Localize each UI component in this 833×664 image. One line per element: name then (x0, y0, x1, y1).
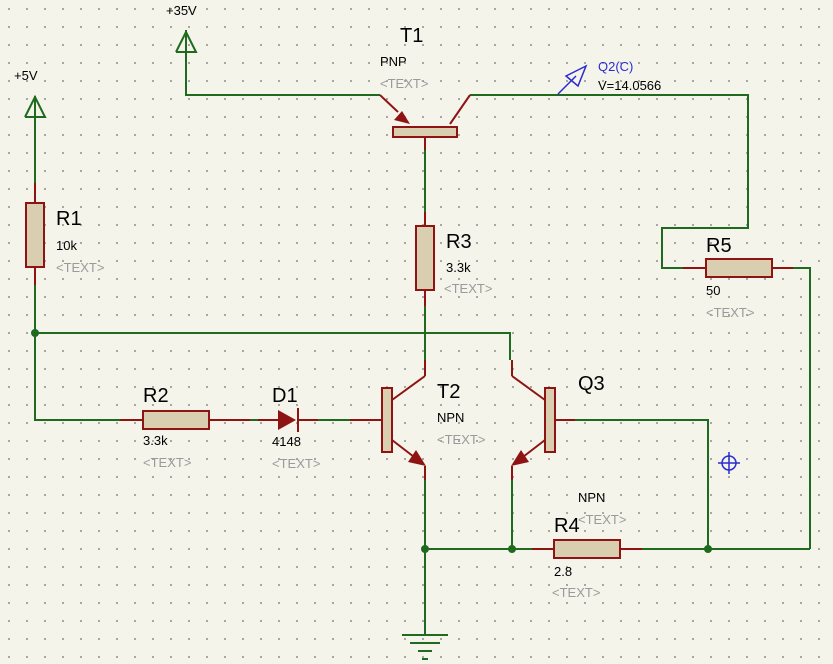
power-5v-symbol[interactable]: +5V (14, 68, 47, 118)
power-35v-label: +35V (166, 3, 197, 18)
r3-value: 3.3k (446, 260, 471, 275)
t1-text: <TEXT> (380, 76, 428, 91)
probe-label: Q2(C) (598, 59, 633, 74)
power-5v-label: +5V (14, 68, 38, 83)
resistor-r3[interactable]: R3 3.3k <TEXT> (415, 212, 492, 306)
transistor-q3[interactable]: Q3 NPN <TEXT> (511, 360, 626, 527)
r2-text: <TEXT> (143, 455, 191, 470)
r1-value: 10k (56, 238, 77, 253)
r4-text: <TEXT> (552, 585, 600, 600)
t1-ref: T1 (400, 25, 423, 47)
r4-ref: R4 (554, 515, 580, 537)
d1-ref: D1 (272, 385, 298, 407)
r4-value: 2.8 (554, 564, 572, 579)
q3-text: <TEXT> (578, 512, 626, 527)
probe-reading: V=14.0566 (598, 78, 661, 93)
r1-text: <TEXT> (56, 260, 104, 275)
r2-ref: R2 (143, 385, 169, 407)
d1-value: 4148 (272, 434, 301, 449)
t1-type: PNP (380, 54, 407, 69)
r5-value: 50 (706, 283, 720, 298)
t2-text: <TEXT> (437, 432, 485, 447)
q3-type: NPN (578, 490, 605, 505)
power-35v-symbol[interactable]: +35V (166, 3, 198, 53)
d1-text: <TEXT> (272, 456, 320, 471)
resistor-r4[interactable]: R4 2.8 <TEXT> (532, 515, 642, 600)
voltage-probe[interactable]: Q2(C) V=14.0566 (557, 59, 661, 95)
resistor-r2[interactable]: R2 3.3k <TEXT> (120, 385, 258, 470)
r3-text: <TEXT> (444, 281, 492, 296)
r1-ref: R1 (56, 208, 82, 230)
r5-ref: R5 (706, 235, 732, 257)
t2-type: NPN (437, 410, 464, 425)
r5-text: <TEXT> (706, 305, 754, 320)
transistor-t1[interactable]: T1 PNP <TEXT> (379, 25, 471, 150)
ground-symbol[interactable] (402, 634, 448, 660)
t2-ref: T2 (437, 381, 460, 403)
resistor-r1[interactable]: R1 10k <TEXT> (25, 183, 104, 285)
q3-ref: Q3 (578, 373, 605, 395)
junction-dots (31, 329, 712, 553)
transistor-t2[interactable]: T2 NPN <TEXT> (350, 360, 485, 480)
crosshair-marker-icon[interactable] (718, 452, 740, 474)
diode-d1[interactable]: D1 4148 <TEXT> (258, 385, 350, 471)
r3-ref: R3 (446, 231, 472, 253)
r2-value: 3.3k (143, 433, 168, 448)
resistor-r5[interactable]: R5 50 <TEXT> (683, 235, 793, 320)
